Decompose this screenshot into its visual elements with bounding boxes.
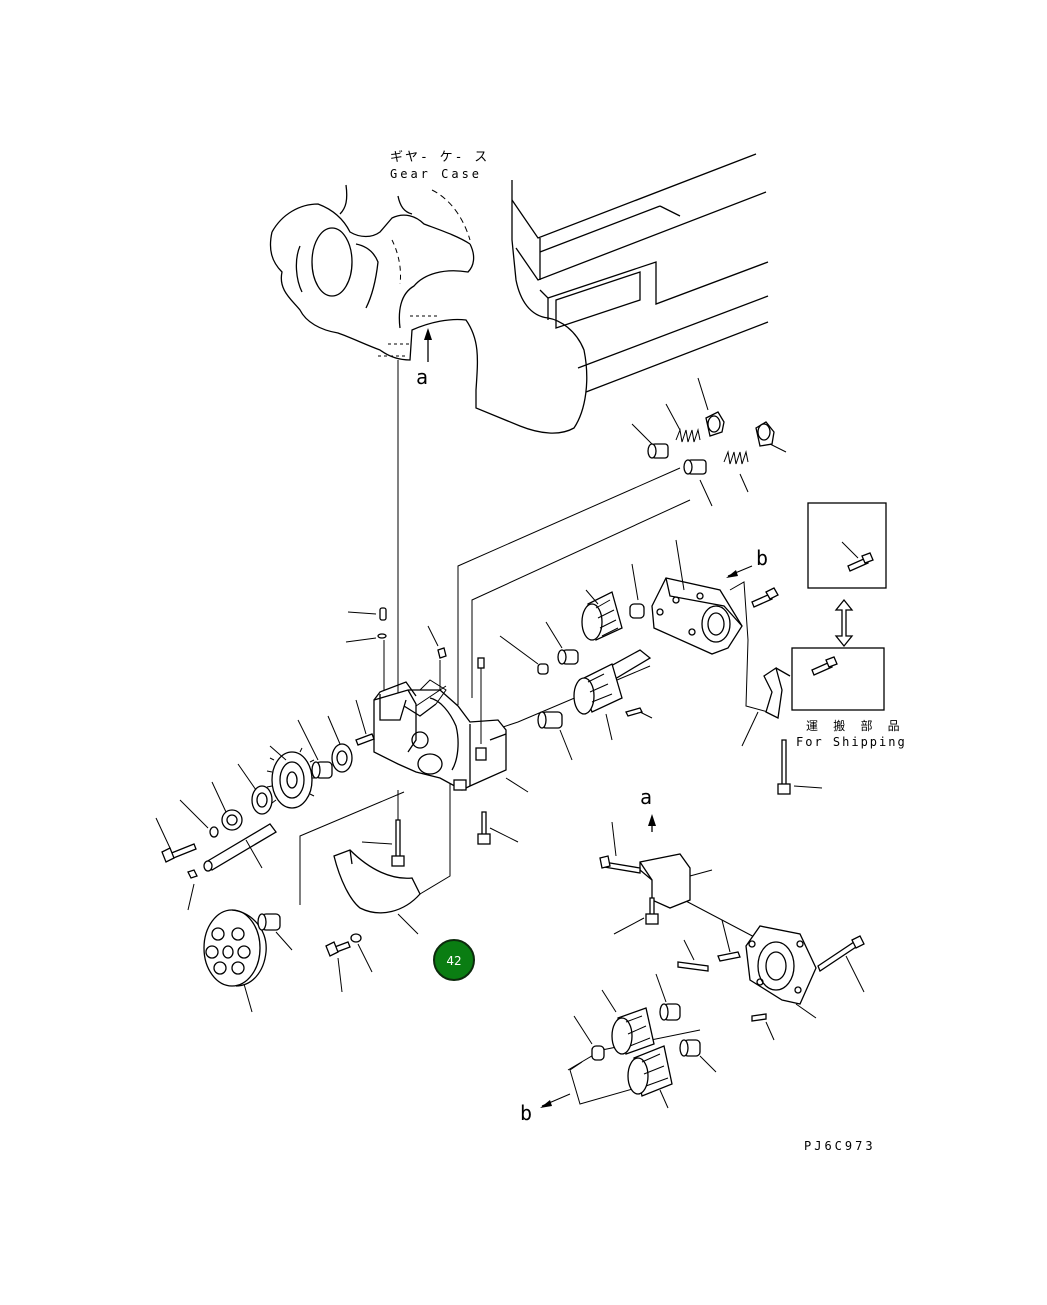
pump-cover: b — [629, 539, 779, 655]
shipping-inset-top — [807, 502, 887, 589]
ref-b-top-label: b — [756, 546, 768, 570]
gear-case-en-label: Gear Case — [390, 167, 482, 181]
gear-case-jp-label: ギヤ- ケ- ス — [390, 150, 489, 165]
drive-gear-assembly — [499, 589, 653, 761]
shipping-bracket — [741, 666, 823, 795]
shipping-jp-label: 運 搬 部 品 — [806, 718, 904, 733]
part-callout-42[interactable]: 42 — [433, 939, 475, 981]
left-gear-stack — [155, 699, 375, 911]
pump-body — [345, 607, 529, 793]
shipping-double-arrow — [834, 598, 854, 648]
shipping-en-label: For Shipping — [796, 735, 907, 749]
gear-case-caption: ギヤ- ケ- ス Gear Case — [390, 150, 489, 181]
ref-b-bottom-label: b — [520, 1101, 532, 1125]
ref-a-top-label: a — [416, 365, 428, 389]
ref-a-mid-label: a — [640, 785, 652, 809]
relief-valve-parts — [631, 377, 787, 507]
lower-left-parts — [203, 811, 519, 1013]
ref-arrow-a-top: a — [416, 328, 432, 389]
callout-circle[interactable] — [433, 939, 475, 981]
shipping-inset-bottom: 運 搬 部 品 For Shipping — [791, 647, 907, 749]
lower-right-assembly: a — [520, 785, 865, 1125]
leader-lines — [299, 360, 769, 1105]
callout-label: 42 — [446, 954, 461, 968]
gear-case-outline — [269, 153, 769, 434]
drawing-code: PJ6C973 — [804, 1139, 876, 1153]
